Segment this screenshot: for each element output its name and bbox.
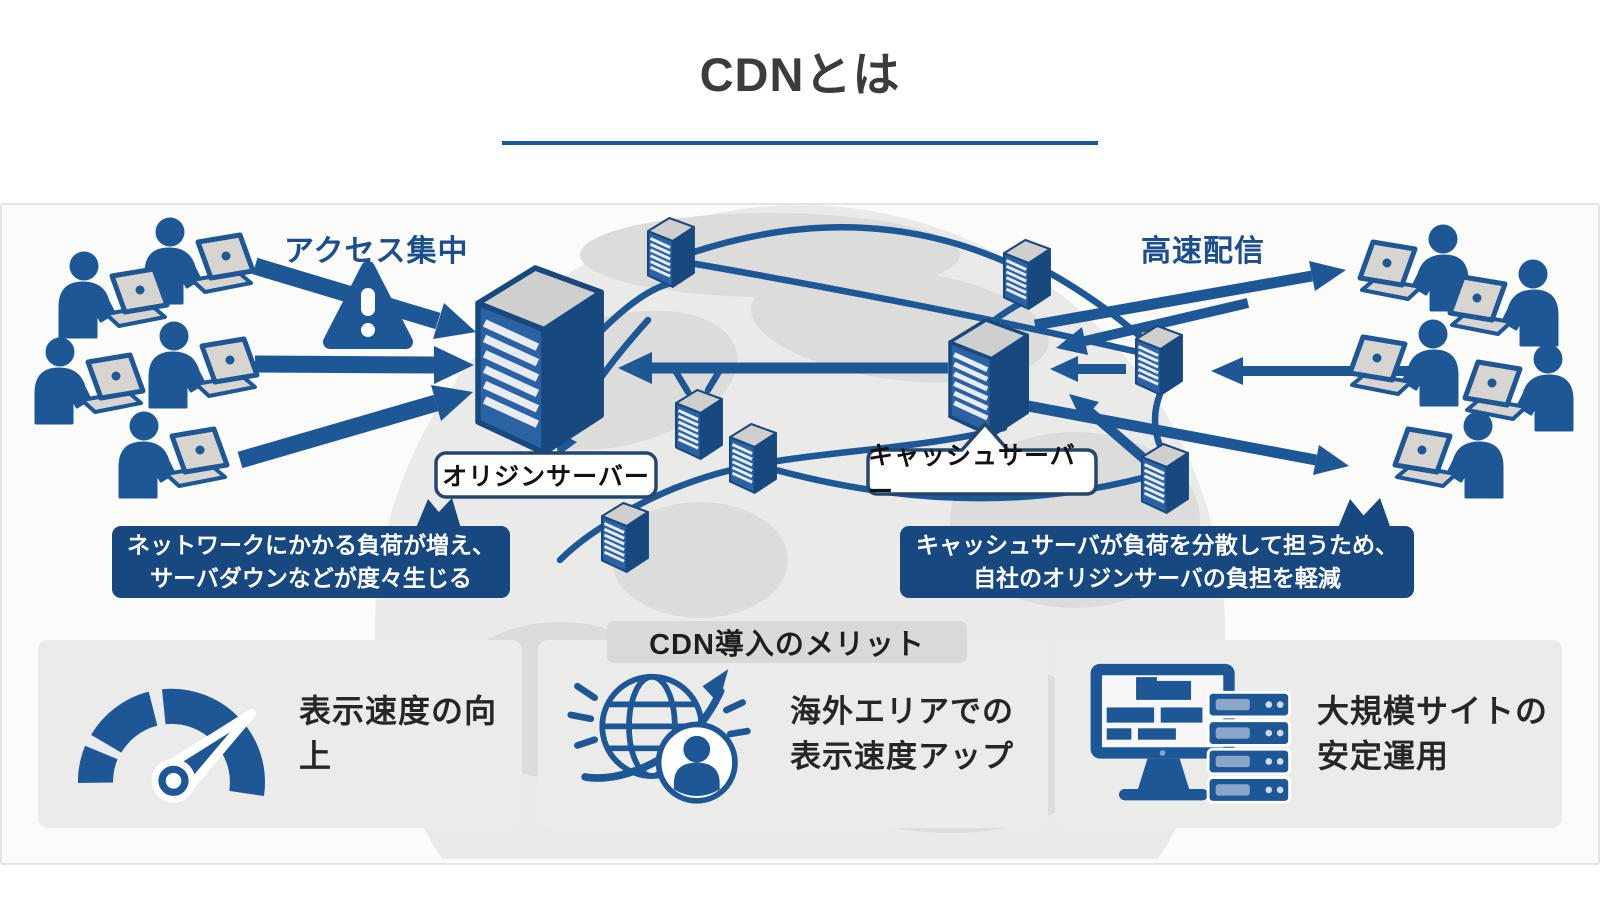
origin-note: ネットワークにかかる負荷が増え、 サーバダウンなどが度々生じる [112,499,510,598]
traffic-arrows [237,257,1424,475]
cache-server-label-box [866,422,1098,496]
speed-gauge-icon [77,688,265,803]
stable-operation-icon [1090,663,1292,804]
left-user-laptop-icons [36,218,257,498]
cache-note-line1: キャッシュサーバが負荷を分散して担うため、 [915,532,1399,558]
merit-card-global-text: 海外エリアでの 表示速度アップ [790,694,1014,774]
page-title: CDNとは [699,48,901,101]
right-user-laptop-icons [1350,225,1572,498]
access-concentration-label: アクセス集中 [284,235,469,268]
origin-note-line1: ネットワークにかかる負荷が増え、 [127,532,495,558]
cache-note: キャッシュサーバが負荷を分散して担うため、 自社のオリジンサーバの負担を軽減 [900,499,1414,598]
merit-card-speed-text: 表示速度の向上 [299,693,498,774]
cache-server-icon [950,320,1027,436]
origin-server-label-box [434,451,658,499]
merit-card-global: 海外エリアでの 表示速度アップ [538,640,1048,828]
merits-header: CDN導入のメリット [607,621,967,663]
global-speed-icon [567,669,751,804]
origin-server-label: オリジンサーバー [442,463,650,491]
merit-card-speed: 表示速度の向上 [38,640,522,828]
cache-note-line2: 自社のオリジンサーバの負担を軽減 [973,565,1341,591]
cache-server-label: キャッシュサーバー [868,442,1076,506]
title-underline [502,141,1098,145]
warning-triangle-icon [323,261,413,349]
merit-card-stability: 大規模サイトの 安定運用 [1055,640,1562,828]
fast-delivery-label: 高速配信 [1141,235,1265,268]
origin-server-icon [478,268,601,453]
origin-note-line2: サーバダウンなどが度々生じる [150,565,472,591]
merit-card-stability-text: 大規模サイトの 安定運用 [1317,693,1549,774]
